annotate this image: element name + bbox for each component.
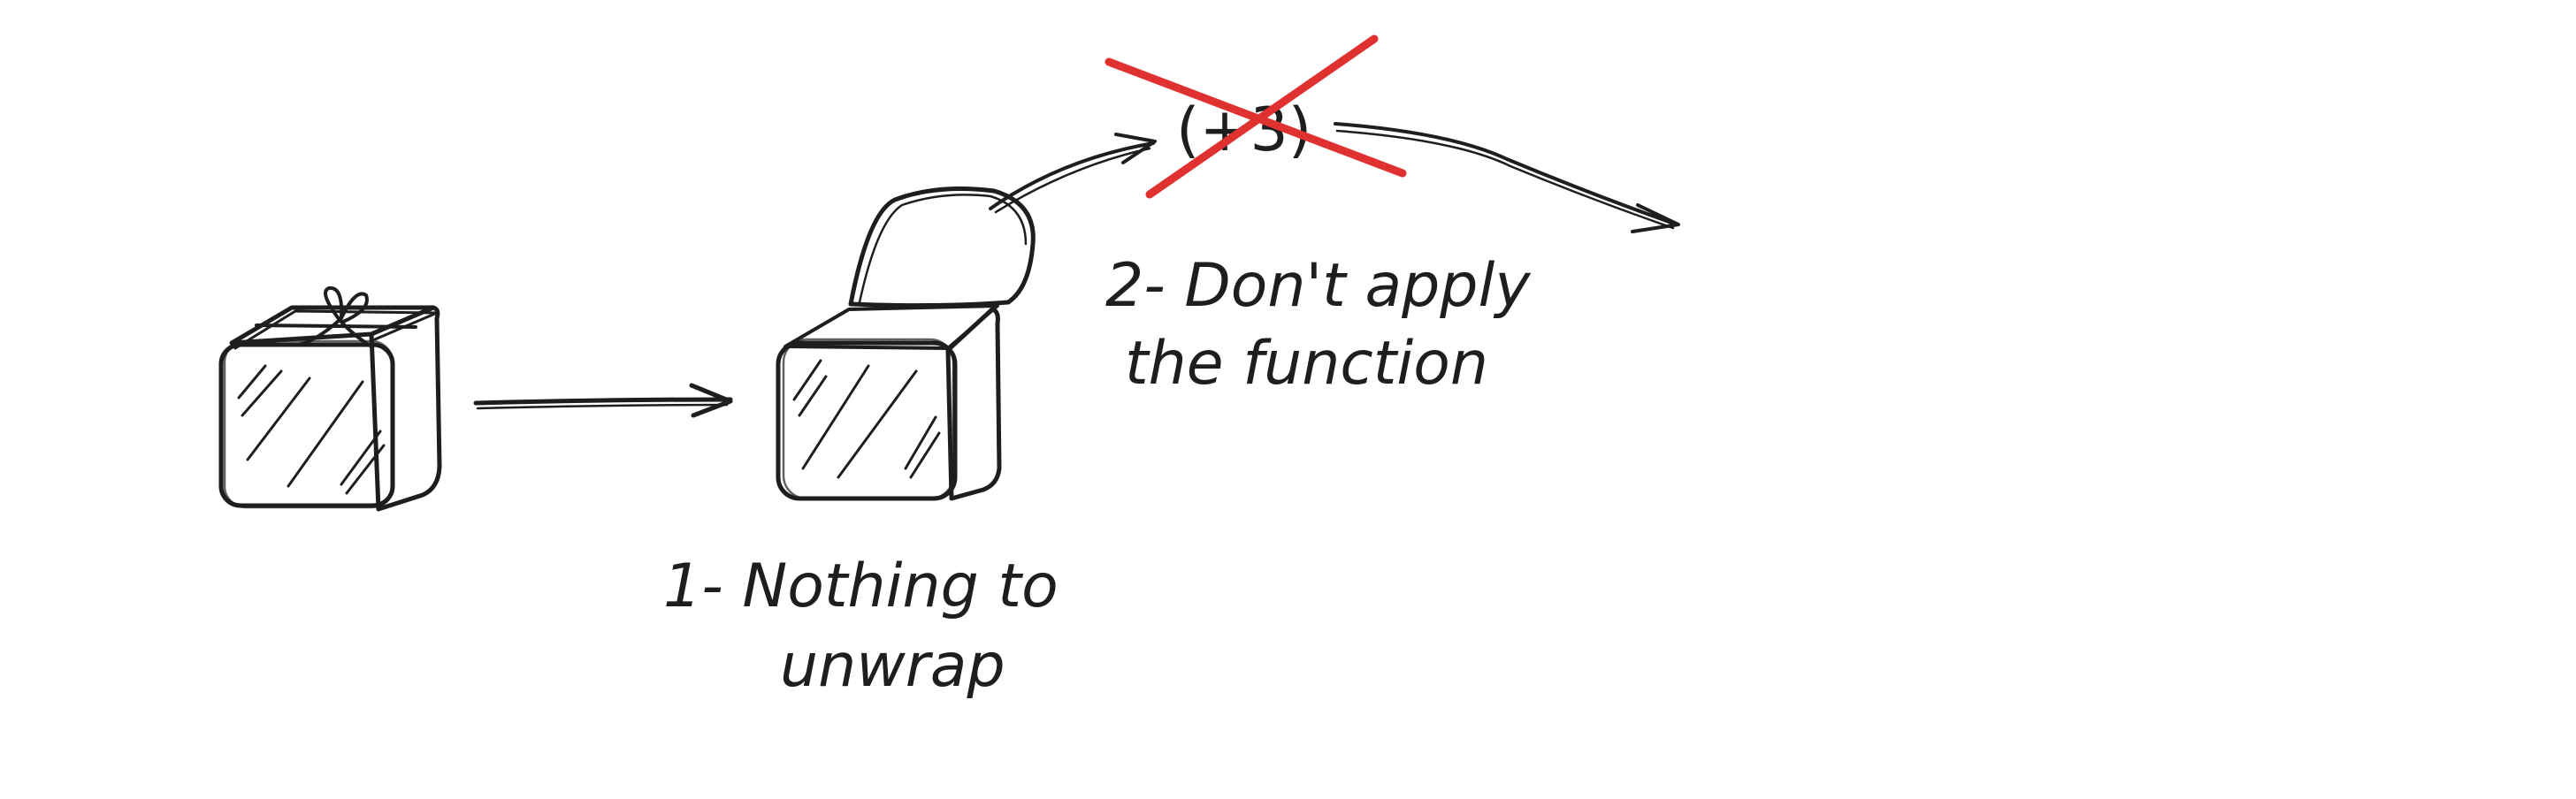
step2-label-line2: the function	[1125, 329, 1488, 399]
wrapped-box-icon	[218, 285, 442, 512]
arrow-right-icon	[473, 383, 733, 418]
step1-label: 1- Nothing to unwrap	[663, 552, 1059, 701]
operation-group: (+3)	[1105, 34, 1407, 199]
step1-label-line1: 1- Nothing to	[663, 552, 1059, 621]
arrow-down-right-icon	[1334, 122, 1680, 233]
step2-label: 2- Don't apply the function	[1105, 251, 1531, 399]
step2-label-line1: 2- Don't apply	[1105, 251, 1531, 321]
open-box-icon	[776, 186, 1036, 501]
cross-out-icon	[1105, 34, 1407, 199]
arrow-up-right-icon	[989, 133, 1157, 214]
step1-label-line2: unwrap	[780, 631, 1005, 701]
